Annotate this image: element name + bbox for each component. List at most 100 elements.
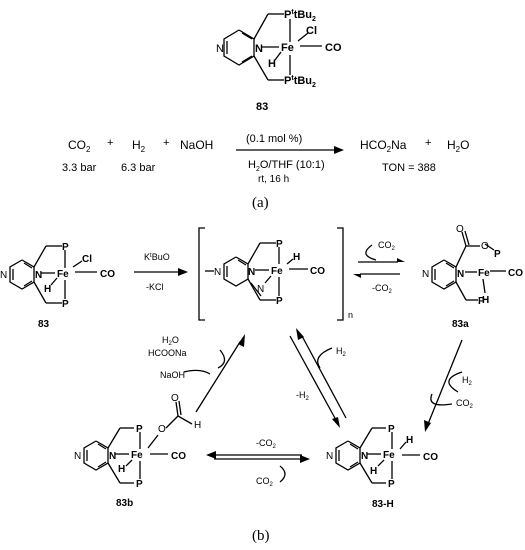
co2-out-label-b: -CO2 xyxy=(256,438,277,450)
reactant-co2: CO2 xyxy=(68,138,91,154)
atom-p-top: P xyxy=(136,424,143,435)
atom-p-bottom: P xyxy=(478,296,485,307)
h2-pressure: 6.3 bar xyxy=(121,162,156,174)
h2-out-label-c: -H2 xyxy=(296,390,310,402)
reagent-kotbu: KtBuO xyxy=(144,252,170,262)
atom-n-para: N xyxy=(74,451,81,462)
atom-fe: Fe xyxy=(57,269,69,280)
compound-label-83: 83 xyxy=(38,319,50,330)
structure-polymer: n N N Fe H CO N P P xyxy=(198,227,353,321)
equilibrium-h2-polymer-83h: H2 -H2 xyxy=(289,328,347,428)
equilibrium-co2-polymer-83a: CO2 -CO2 xyxy=(353,240,405,295)
atom-p-bottom: P xyxy=(136,479,143,490)
co2-out-label: -CO2 xyxy=(372,283,393,295)
repeat-index-n: n xyxy=(348,310,353,320)
h2-in-label-c: H2 xyxy=(336,346,347,358)
atom-co: CO xyxy=(423,452,438,463)
compound-label-83h: 83-H xyxy=(372,499,394,510)
equilibrium-co2-83h-83b: -CO2 CO2 xyxy=(206,438,310,488)
co2-in-label-b: CO2 xyxy=(256,476,274,488)
byproduct-kcl: -KCl xyxy=(146,282,164,292)
panel-label-b: (b) xyxy=(252,528,270,544)
atom-fe: Fe xyxy=(478,268,490,279)
product-hco2na: HCO2Na xyxy=(360,138,407,154)
atom-n-ring: N xyxy=(361,451,368,462)
atom-p-bottom: P xyxy=(276,296,283,307)
co2-in-label: CO2 xyxy=(378,240,396,252)
atom-fe: Fe xyxy=(383,450,395,461)
atom-co: CO xyxy=(171,451,186,462)
step-arrow-base: KtBuO -KCl xyxy=(134,252,188,292)
atom-cl: Cl xyxy=(306,25,317,37)
atom-h-bottom: H xyxy=(370,466,377,477)
arrow-83b-to-polymer: H2O HCOONa NaOH xyxy=(148,334,245,413)
atom-h: H xyxy=(44,284,51,295)
co2-out-label-a: CO2 xyxy=(456,398,474,410)
atom-h: H xyxy=(268,58,276,70)
arrow-83a-to-83h: H2 CO2 xyxy=(424,339,474,432)
co2-pressure: 3.3 bar xyxy=(62,162,97,174)
structure-83b: N N Fe CO O O H H P P 83b xyxy=(74,393,201,509)
catalyst-83-structure: N N Fe Cl CO H PttBu2 PttBu2 83 xyxy=(216,9,342,113)
atom-n-para: N xyxy=(216,43,224,55)
atom-n-ring: N xyxy=(248,267,255,278)
atom-n-bridge: N xyxy=(257,284,264,295)
atom-cl: Cl xyxy=(82,254,92,265)
structure-83a: N N Fe CO O O P P H 83a xyxy=(422,224,523,330)
in-naoh-label: NaOH xyxy=(160,370,185,380)
atom-o-carbonyl: O xyxy=(171,393,179,404)
atom-p-top: P xyxy=(388,424,395,435)
atom-co: CO xyxy=(100,269,115,280)
atom-p-bottom: P xyxy=(62,299,69,310)
atom-p-bottom: PttBu2 xyxy=(284,75,316,89)
structure-83h: N N Fe H CO H P P 83-H xyxy=(326,424,438,510)
plus-sign-3: + xyxy=(425,137,431,149)
product-h2o: H2O xyxy=(447,138,469,154)
plus-sign-2: + xyxy=(163,137,169,149)
compound-label-83a: 83a xyxy=(452,319,469,330)
atom-h-top: H xyxy=(406,435,413,446)
out-hcoona-label: HCOONa xyxy=(148,348,187,358)
atom-fe: Fe xyxy=(281,42,294,54)
atom-fe: Fe xyxy=(271,266,283,277)
solvent-conditions: H2O/THF (10:1) xyxy=(248,159,325,173)
atom-co: CO xyxy=(325,42,342,54)
atom-co: CO xyxy=(508,268,523,279)
atom-o-bound: O xyxy=(158,424,166,435)
panel-label-a: (a) xyxy=(252,195,269,211)
atom-h-formate: H xyxy=(194,420,201,431)
catalyst-loading: (0.1 mol %) xyxy=(246,133,302,145)
reactant-h2: H2 xyxy=(132,138,146,154)
atom-p-top: P xyxy=(494,249,501,260)
reaction-equation: CO2 3.3 bar + H2 6.3 bar + NaOH (0.1 mol… xyxy=(62,133,469,185)
atom-p-top: PttBu2 xyxy=(284,9,316,23)
atom-fe: Fe xyxy=(131,450,143,461)
turnover-number: TON = 388 xyxy=(382,162,436,174)
compound-label-83b: 83b xyxy=(116,498,133,509)
plus-sign-1: + xyxy=(107,137,113,149)
atom-n-para: N xyxy=(326,451,333,462)
atom-o-carbonyl: O xyxy=(456,224,464,235)
out-h2o-label: H2O xyxy=(162,335,179,347)
atom-n-ring: N xyxy=(457,269,464,280)
reactant-naoh: NaOH xyxy=(180,138,213,152)
atom-p-top: P xyxy=(62,242,69,253)
atom-n-para: N xyxy=(422,269,429,280)
atom-n-ring: N xyxy=(255,43,263,55)
atom-n-para: N xyxy=(214,267,221,278)
atom-h: H xyxy=(293,252,300,263)
atom-p-bottom: P xyxy=(388,479,395,490)
atom-n-para: N xyxy=(0,270,7,281)
atom-o-ring: O xyxy=(481,241,489,252)
h2-in-label: H2 xyxy=(462,375,473,387)
atom-n-ring: N xyxy=(35,270,42,281)
atom-co: CO xyxy=(310,266,325,277)
atom-n-ring: N xyxy=(109,451,116,462)
atom-h: H xyxy=(118,464,125,475)
time-temp-conditions: rt, 16 h xyxy=(258,174,289,185)
structure-83: N N Fe Cl CO H P P 83 xyxy=(0,242,115,330)
compound-label-83: 83 xyxy=(256,101,268,113)
atom-h: H xyxy=(482,295,489,306)
atom-p-top: P xyxy=(276,239,283,250)
